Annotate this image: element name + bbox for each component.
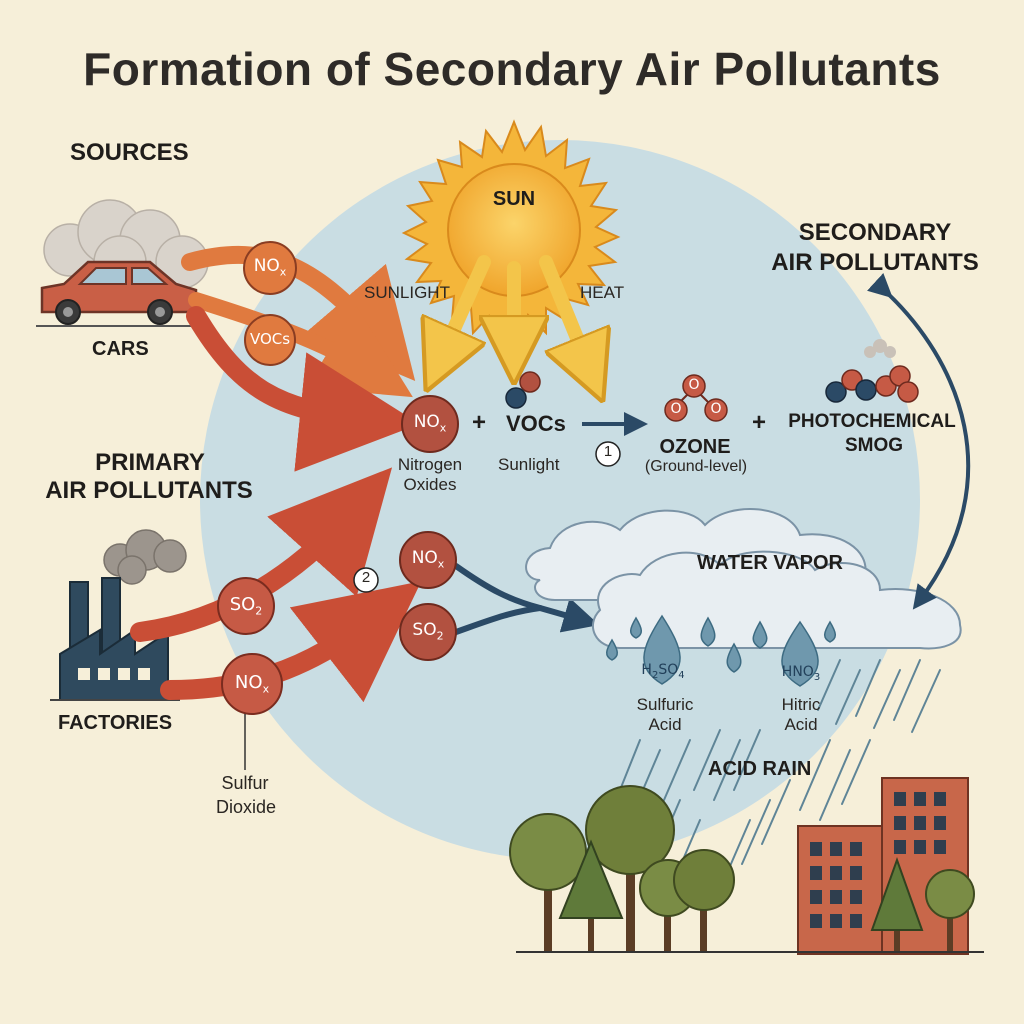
- step1-label: 1: [603, 443, 613, 460]
- raindrop-icon: [726, 642, 742, 673]
- vocs-label: VOCs: [506, 411, 566, 436]
- heat-label: HEAT: [580, 283, 625, 302]
- sulfur-label-line1: Sulfur: [221, 773, 269, 793]
- tree-icon: [585, 785, 675, 952]
- primary-heading-line2: AIR POLLUTANTS: [45, 477, 253, 504]
- tree-icon: [925, 869, 975, 952]
- factory-smoke-icon: [103, 529, 187, 585]
- raindrop-icon: [781, 620, 819, 687]
- pine-tree-icon: [558, 839, 624, 952]
- factory-icon: [50, 577, 180, 701]
- ozone-sub-label: (Ground-level): [644, 458, 748, 475]
- lower-so2-bubble: [399, 603, 457, 661]
- nitrogen-label-line1: Nitrogen: [397, 455, 463, 474]
- raindrop-icon: [700, 616, 716, 647]
- car-nox-bubble: [243, 241, 297, 295]
- step1-badge: [595, 441, 621, 467]
- raindrop-icon: [824, 620, 836, 643]
- sunlight-arrow-right: [539, 255, 590, 370]
- sun-label: SUN: [492, 188, 536, 210]
- smog-label: SMOG: [844, 435, 904, 456]
- raindrops: [606, 614, 836, 687]
- h2so4-text: H2SO4: [641, 662, 685, 681]
- secondary-heading-line1: SECONDARY: [798, 219, 952, 246]
- merge-arrow-cloud: [537, 597, 600, 633]
- raindrop-icon: [643, 614, 681, 685]
- cars-label: CARS: [92, 338, 149, 360]
- factories-label: FACTORIES: [58, 712, 173, 734]
- sulfur-label-line2: Dioxide: [215, 797, 277, 817]
- step2-badge: [353, 567, 379, 593]
- factory-so2-bubble: [217, 577, 275, 635]
- building-windows: [810, 792, 946, 928]
- photochemical-label: PHOTOCHEMICAL: [788, 411, 956, 432]
- trees: [509, 785, 984, 953]
- water-vapor-label: WATER VAPOR: [697, 552, 843, 574]
- primary-heading-line1: PRIMARY: [95, 449, 205, 476]
- factory-nox-arrow: [160, 581, 422, 703]
- tree-icon: [673, 849, 735, 952]
- ozone-atom-right: O: [710, 401, 722, 417]
- factory-nox-text: NOx: [234, 672, 270, 696]
- factory-nox-bubble: [221, 653, 283, 715]
- ozone-molecule-icon: [664, 374, 728, 422]
- lower-nox-text: NOx: [411, 548, 445, 571]
- acid-rain-label: ACID RAIN: [708, 758, 812, 780]
- raindrop-icon: [606, 638, 618, 661]
- step2-label: 2: [361, 569, 371, 586]
- smoke-icon: [43, 199, 209, 289]
- center-nox-bubble: [401, 395, 459, 453]
- hitric-label-line1: Hitric: [781, 695, 821, 714]
- sulfuric-label-line2: Acid: [648, 715, 682, 734]
- sources-heading: SOURCES: [70, 139, 189, 166]
- center-nox-text: NOx: [413, 412, 447, 435]
- plus-sign-2: +: [752, 409, 767, 436]
- ozone-atom-top: O: [688, 377, 700, 393]
- car-vocs-bubble: [244, 314, 296, 366]
- raindrop-icon: [752, 620, 768, 649]
- car-nox-text: NOx: [253, 256, 287, 279]
- pine-tree-icon: [870, 857, 924, 952]
- merge-arrow-so2: [453, 605, 543, 635]
- raindrop-icon: [630, 616, 642, 639]
- nitrogen-label-line2: Oxides: [403, 475, 457, 494]
- secondary-heading-line2: AIR POLLUTANTS: [771, 249, 979, 276]
- ozone-atom-left: O: [670, 401, 682, 417]
- sunlight-arrow-left: [440, 255, 491, 360]
- merge-arrows: [453, 563, 600, 635]
- merge-arrow-nox: [453, 563, 543, 611]
- sunlight-label: SUNLIGHT: [364, 283, 450, 302]
- voc-molecule-icon: [505, 371, 541, 409]
- lower-nox-bubble: [399, 531, 457, 589]
- factory-so2-text: SO2: [229, 594, 263, 618]
- sunlight-arrows: [440, 255, 590, 370]
- car-primary-arrow: [186, 306, 420, 472]
- lower-so2-text: SO2: [412, 620, 444, 643]
- plus-sign-1: +: [472, 409, 487, 436]
- hno3-text: HNO3: [781, 664, 821, 683]
- car-icon: [36, 260, 198, 327]
- hitric-label-line2: Acid: [784, 715, 818, 734]
- sulfuric-label-line1: Sulfuric: [636, 695, 694, 714]
- ozone-label: OZONE: [659, 436, 731, 458]
- page-title: Formation of Secondary Air Pollutants: [83, 43, 941, 95]
- secondary-loop-arrow: [867, 273, 971, 610]
- sunlight-small-label: Sunlight: [498, 455, 560, 474]
- car-vocs-text: VOCs: [249, 330, 291, 348]
